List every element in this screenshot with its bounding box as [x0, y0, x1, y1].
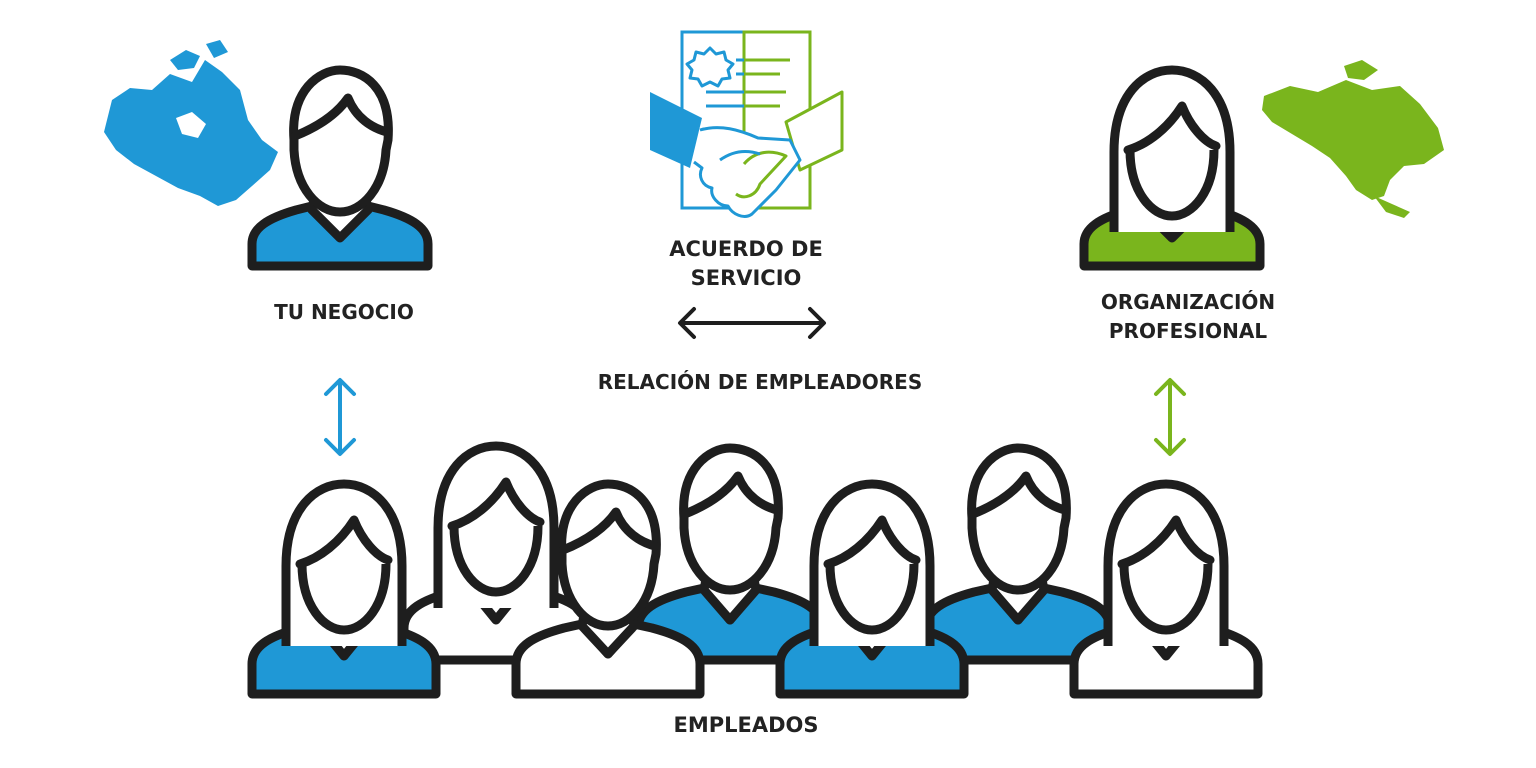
peo-label-line2: PROFESIONAL — [1108, 319, 1268, 343]
employer-relationship-arrow-icon — [678, 307, 826, 339]
service-agreement-label: ACUERDO DE SERVICIO — [606, 235, 886, 293]
employees-group-icon — [247, 446, 1263, 699]
service-agreement-label-line1: ACUERDO DE — [669, 237, 823, 261]
canada-map-icon — [104, 40, 278, 206]
employer-relationship-label-text: RELACIÓN DE EMPLEADORES — [597, 370, 923, 394]
business-label-text: TU NEGOCIO — [274, 300, 414, 324]
employee-figure — [775, 484, 969, 699]
peo-label-line1: ORGANIZACIÓN — [1100, 290, 1276, 314]
peo-label: ORGANIZACIÓN PROFESIONAL — [1040, 288, 1336, 346]
peo-person-icon — [1079, 70, 1265, 271]
employee-figure — [1069, 484, 1263, 699]
employees-label-text: EMPLEADOS — [673, 713, 819, 737]
peo-employees-arrow-icon — [1154, 378, 1186, 456]
employee-figure — [511, 484, 705, 699]
employee-figure — [921, 448, 1115, 665]
business-person-icon — [247, 70, 433, 271]
employer-relationship-label: RELACIÓN DE EMPLEADORES — [530, 368, 990, 397]
business-employees-arrow-icon — [324, 378, 356, 456]
employee-figure — [247, 484, 441, 699]
business-label: TU NEGOCIO — [200, 298, 488, 327]
service-agreement-label-line2: SERVICIO — [690, 266, 802, 290]
service-agreement-handshake-icon — [650, 30, 844, 218]
north-america-map-icon — [1262, 60, 1444, 218]
employees-label: EMPLEADOS — [596, 711, 896, 740]
